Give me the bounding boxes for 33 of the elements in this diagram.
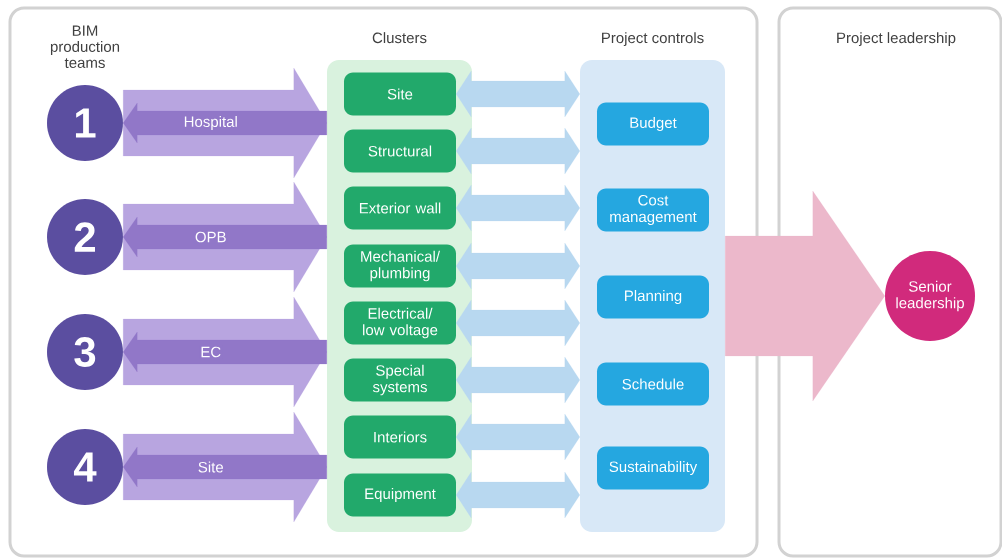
column-heading: Clusters [372,32,427,44]
double-arrow [456,242,580,290]
block-arrow [123,446,327,488]
cluster-box: Structural [344,129,456,173]
column-heading: Project leadership [837,32,956,47]
double-arrow [456,413,580,461]
double-arrow [456,127,580,175]
control-box: Schedule [597,362,709,406]
control-box: Budget [597,102,709,146]
double-arrow [456,299,580,347]
control-box: Planning [597,275,709,319]
double-arrow [456,70,580,118]
block-arrow [123,102,327,144]
double-arrow [456,356,580,404]
column-heading: Project controls [602,32,704,47]
cluster-box: Site [344,72,456,116]
cluster-box: Interiors [344,415,456,459]
edge-label: Site [196,460,225,474]
panel-frame [8,6,759,558]
column-heading: BIM production teams [50,25,120,68]
block-arrow [123,331,327,373]
control-box: Cost management [597,188,709,232]
double-arrow [456,471,580,519]
cluster-box: Special systems [344,358,456,402]
control-box: Sustainability [597,446,709,490]
double-arrow [456,184,580,232]
cluster-box: Equipment [344,473,456,517]
cluster-box: Electrical/ low voltage [344,301,456,345]
cluster-box: Exterior wall [344,186,456,230]
cluster-box: Mechanical/ plumbing [344,244,456,288]
block-arrow [725,190,885,402]
block-arrow [123,216,327,258]
edge-label: Hospital [182,115,239,131]
